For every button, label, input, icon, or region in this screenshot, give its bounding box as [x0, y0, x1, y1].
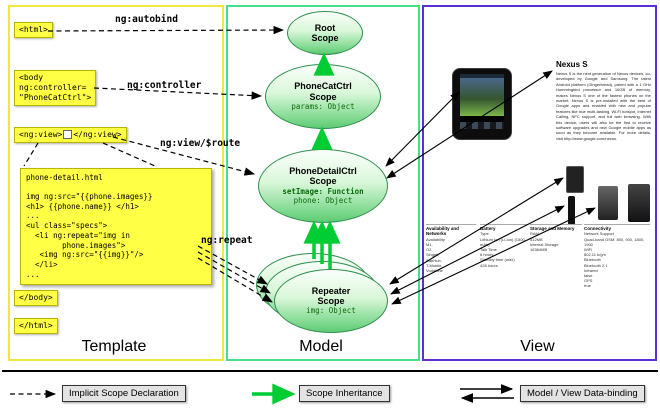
img-property: img: Object [306, 306, 356, 316]
phonecatctrl-scope-ellipse: PhoneCatCtrl Scope params: Object [265, 64, 381, 129]
phone-property: phone: Object [293, 196, 353, 206]
root-scope-title: Root [314, 22, 336, 33]
legend-data-binding: Model / View Data-binding [520, 385, 645, 402]
phone-thumbnail-1 [566, 166, 584, 193]
phone-screen [460, 74, 504, 129]
phone-thumbnail-4 [628, 184, 650, 222]
repeater-scope-title: Repeater [311, 285, 351, 296]
spec-header: Connectivity [584, 224, 650, 231]
phone-thumbnail-2 [568, 196, 575, 225]
html-open-chip: <html> [14, 22, 53, 38]
legend-implicit-scope: Implicit Scope Declaration [62, 385, 186, 402]
ngview-close-tag: </ng:view> [73, 130, 122, 139]
legend-divider [2, 370, 658, 372]
setimage-property: setImage: Function [282, 186, 364, 196]
body-close-chip: </body> [14, 290, 58, 306]
spec-header: Battery [480, 224, 528, 231]
model-panel-label: Model [299, 338, 343, 355]
nexus-phone-image [452, 68, 512, 140]
ngview-chip: <ng:view> </ng:view> [14, 127, 127, 143]
root-scope-ellipse: Root Scope [287, 11, 363, 55]
phonedetailctrl-scope-title: PhoneDetailCtrl [289, 165, 357, 176]
view-placeholder-icon [63, 130, 73, 139]
repeater-scope-ellipse: Repeater Scope img: Object [274, 269, 388, 333]
template-panel-label: Template [81, 338, 147, 355]
view-panel-label: View [520, 338, 555, 355]
ng-view-route-label: ng:view/$route [160, 138, 241, 149]
ng-autobind-label: ng:autobind [115, 14, 178, 25]
phonedetailctrl-scope-ellipse: PhoneDetailCtrl Scope setImage: Function… [258, 149, 388, 223]
legend-scope-inheritance: Scope Inheritance [299, 385, 390, 402]
ng-repeat-label: ng:repeat [201, 235, 253, 246]
view-panel [422, 5, 657, 361]
ng-controller-label: ng:controller [127, 80, 202, 91]
spec-header: Availability and Networks [426, 224, 476, 237]
phone-description: Nexus S is the next generation of Nexus … [556, 71, 651, 141]
phone-thumbnail-3 [598, 186, 618, 220]
html-close-chip: </html> [14, 318, 58, 334]
spec-header: Storage and Memory [530, 224, 582, 231]
phone-title: Nexus S [556, 60, 588, 69]
phonecatctrl-scope-title: PhoneCatCtrl [294, 81, 352, 92]
phonecat-params-property: params: Object [291, 101, 355, 111]
ngview-open-tag: <ng:view> [19, 130, 63, 139]
